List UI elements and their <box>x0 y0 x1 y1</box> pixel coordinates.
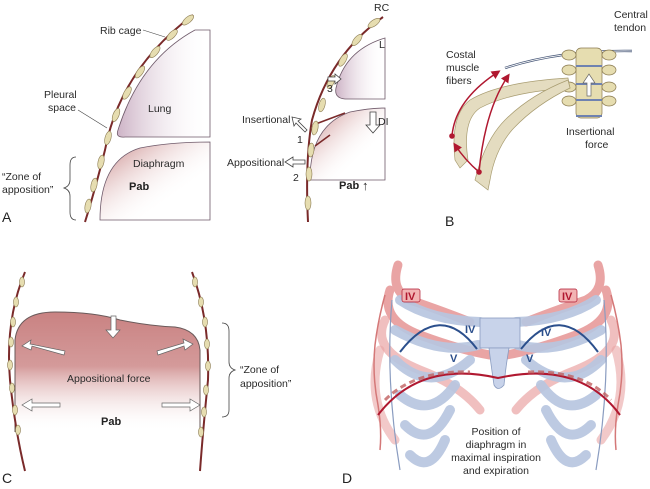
rib-front <box>474 79 571 191</box>
rib-back <box>453 77 571 169</box>
label-3: 3 <box>327 83 333 95</box>
caption-line-1: Position of <box>471 426 520 438</box>
label-space: space <box>48 102 76 114</box>
lung-shape-2 <box>335 37 386 100</box>
label-v-right: V <box>526 353 534 365</box>
label-v-left: V <box>450 353 458 365</box>
label-fibers: fibers <box>446 75 472 87</box>
lung-shape <box>116 29 211 138</box>
label-iv-right-inner: IV <box>541 327 552 339</box>
panel-letter-c: C <box>2 470 12 486</box>
pab-up-arrow-icon: ↑ <box>362 178 369 193</box>
label-pab-a: Pab <box>129 181 149 193</box>
arrow-down-c <box>105 315 121 339</box>
label-zone-a-2: apposition” <box>2 184 54 196</box>
label-diaphragm: Diaphragm <box>133 158 185 170</box>
arrow-appositional <box>284 156 306 168</box>
label-iv-left-outer: IV <box>405 291 416 303</box>
arrow-di <box>365 111 381 134</box>
panel-letter-b: B <box>445 213 454 229</box>
diaphragm-shape <box>99 141 211 221</box>
diaphragm-expiration-line <box>377 372 621 416</box>
arrow-lower-left-c <box>21 398 61 412</box>
red-rib-scallops <box>373 294 623 451</box>
label-central: Central <box>614 9 648 21</box>
rib-beads <box>84 14 194 214</box>
label-rc: RC <box>374 2 390 14</box>
xiphoid <box>488 347 510 389</box>
label-lung: Lung <box>148 103 172 115</box>
arrow-upper-left-c <box>21 339 66 356</box>
label-1: 1 <box>297 134 303 146</box>
label-iv-right-outer: IV <box>562 291 573 303</box>
label-pab-a2: Pab <box>339 180 359 192</box>
label-appositional: Appositional <box>227 157 284 169</box>
arrow-3 <box>327 73 342 85</box>
costal-fiber-2 <box>478 73 510 173</box>
rib-label-boxes <box>401 288 578 303</box>
blue-ribs-inspiration <box>390 295 606 468</box>
caption-line-4: and expiration <box>463 465 529 477</box>
label-rib-cage: Rib cage <box>100 25 142 37</box>
caption-line-3: maximal inspiration <box>451 452 541 464</box>
panel-d: IV IV IV IV V V Position of diaphragm in… <box>342 260 626 486</box>
label-zone-c-1: “Zone of <box>240 364 279 376</box>
caption-line-2: diaphragm in <box>466 439 527 451</box>
costal-fiber-1 <box>451 70 501 137</box>
insertional-force-arrow <box>582 73 596 97</box>
label-costal: Costal <box>446 49 476 61</box>
zone-brace-a <box>62 156 77 221</box>
label-zone-c-2: apposition” <box>240 378 292 390</box>
panel-letter-a: A <box>2 209 12 225</box>
sternum <box>479 317 521 349</box>
diaphragm-inspiration-line <box>399 324 599 353</box>
label-di: DI <box>378 116 389 128</box>
label-l: L <box>379 39 385 51</box>
label-iv-left-inner: IV <box>465 324 476 336</box>
label-2: 2 <box>293 172 299 184</box>
zone-brace-c <box>221 322 237 418</box>
label-pab-c: Pab <box>101 416 121 428</box>
panel-a: Rib cage Pleural space Lung Diaphragm Pa… <box>2 14 211 225</box>
label-muscle: muscle <box>446 62 479 74</box>
label-tendon: tendon <box>614 22 646 34</box>
label-pleural: Pleural <box>44 89 77 101</box>
panel-c: Appositional force Pab “Zone of appositi… <box>2 271 292 486</box>
diaphragm-dome-c <box>15 312 200 432</box>
costal-fiber-3 <box>453 142 480 173</box>
panel-b: Central tendon Costal muscle fibers Inse… <box>445 9 648 229</box>
label-zone-a-1: “Zone of <box>2 171 41 183</box>
diaphragm-shape-2 <box>309 107 386 181</box>
arrow-lower-right-c <box>161 398 201 412</box>
arrow-upper-right-c <box>156 338 194 356</box>
label-appositional-force: Appositional force <box>67 373 151 385</box>
panel-letter-d: D <box>342 470 352 486</box>
panel-a2: RC L 3 Insertional 1 DI Appositional 2 P… <box>227 2 390 223</box>
arrow-insertional <box>291 116 308 133</box>
label-force-b: force <box>585 139 609 151</box>
label-insertional: Insertional <box>242 114 290 126</box>
label-insertional-b: Insertional <box>566 126 614 138</box>
